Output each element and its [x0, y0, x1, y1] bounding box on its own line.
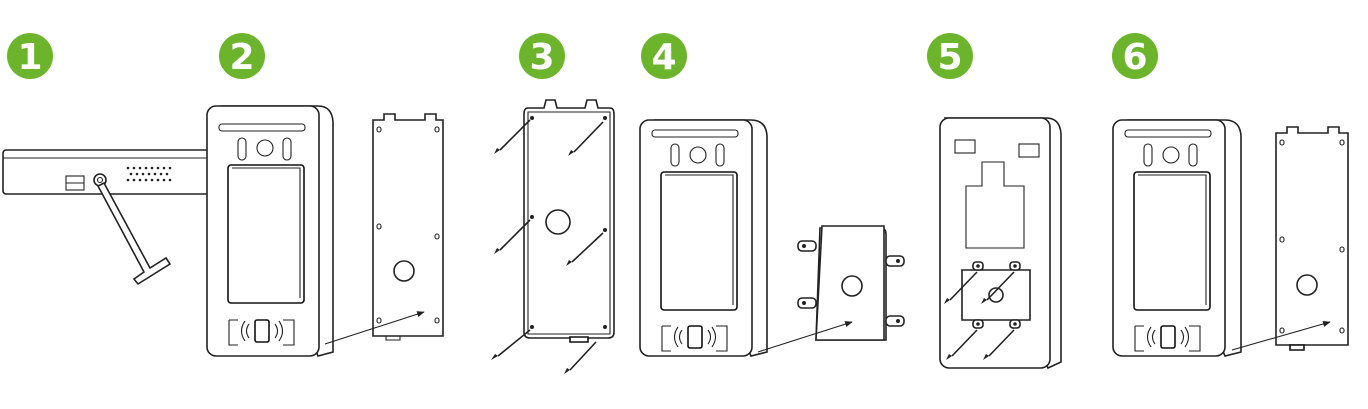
- step-5-badge: 5: [927, 33, 973, 79]
- step-badge-circle: [219, 33, 265, 79]
- backplate-wall-screws-icon: [491, 99, 615, 374]
- step-2-badge: 2: [219, 33, 265, 79]
- step-badge-circle: [927, 33, 973, 79]
- step-3-number: 3: [529, 37, 554, 78]
- step-1-number: 1: [17, 37, 42, 78]
- step-badge-circle: [519, 33, 565, 79]
- step-4-number: 4: [651, 37, 676, 78]
- step-6-badge: 6: [1112, 33, 1158, 79]
- hex-key-release-icon: [2, 149, 212, 286]
- step-6-number: 6: [1122, 37, 1147, 78]
- device-detach-backplate-icon: [206, 105, 444, 357]
- device-attach-backplate-icon: [1112, 119, 1349, 357]
- step-badge-circle: [641, 33, 687, 79]
- step-3-badge: 3: [519, 33, 565, 79]
- device-rear-plate-screws-icon: [939, 117, 1062, 370]
- step-badge-circle: [7, 33, 53, 79]
- step-5-number: 5: [937, 37, 962, 78]
- device-junction-plate-icon: [639, 119, 905, 357]
- step-2-number: 2: [229, 37, 254, 78]
- step-4-badge: 4: [641, 33, 687, 79]
- step-1-badge: 1: [7, 33, 53, 79]
- step-badge-circle: [1112, 33, 1158, 79]
